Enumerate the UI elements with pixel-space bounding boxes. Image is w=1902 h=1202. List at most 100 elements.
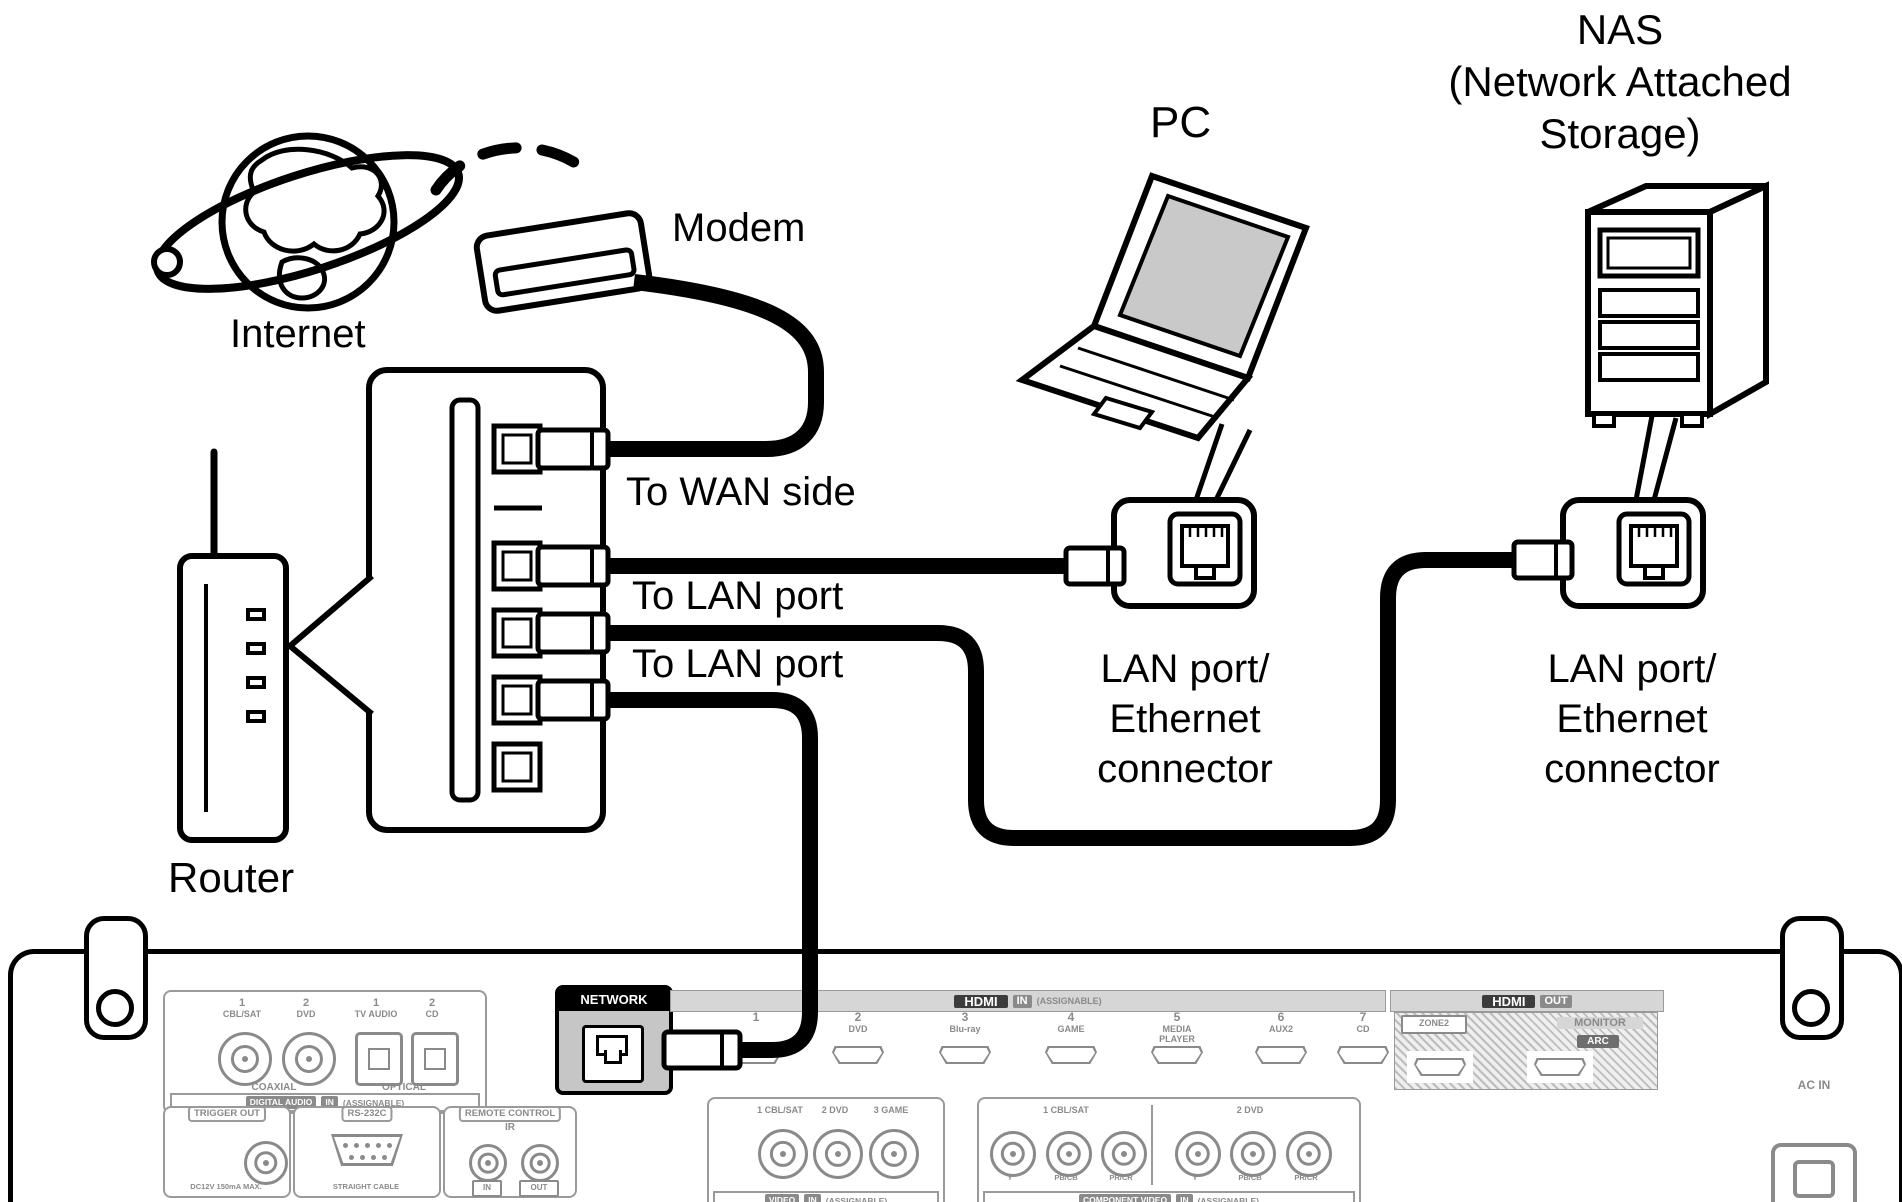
video-port-label-3: 3 GAME — [873, 1105, 909, 1115]
ac-in-label: AC IN — [1797, 1078, 1831, 1092]
video-in-section: 1 CBL/SAT 2 DVD 3 GAME VIDEO IN (ASSIGNA… — [707, 1097, 945, 1202]
internet-globe-icon — [151, 132, 463, 312]
remote-control-section: REMOTE CONTROL IR IN OUT — [443, 1106, 577, 1198]
digital-audio-assignable: (ASSIGNABLE) — [342, 1097, 405, 1108]
to-lan-port-label-2: To LAN port — [632, 642, 844, 686]
hdmi-port-6: 6 AUX2 — [1239, 1010, 1323, 1064]
hdmi-connector — [939, 1046, 991, 1064]
rack-handle-left — [84, 916, 148, 1040]
ac-inlet — [1771, 1143, 1857, 1202]
monitor-label: MONITOR — [1557, 1017, 1643, 1029]
receiver-rear-panel: 1 CBL/SAT 2 DVD 1 TV AUDIO 2 CD COAXIAL … — [8, 949, 1902, 1202]
nas-label: NAS (Network Attached Storage) — [1430, 4, 1810, 160]
pc-laptop-icon — [1015, 172, 1310, 502]
component-jack-pb-1 — [1046, 1131, 1092, 1177]
network-port-label: NETWORK — [559, 989, 669, 1011]
hdmi-connector-inner — [1047, 1048, 1095, 1062]
hdmi-connector — [1151, 1046, 1203, 1064]
hdmi-connector — [730, 1046, 782, 1064]
callout-wedge — [287, 573, 374, 717]
zone2-label: ZONE2 — [1401, 1015, 1467, 1034]
rs232c-connector — [331, 1134, 403, 1166]
video-in-chip: IN — [804, 1194, 821, 1202]
hdmi-connector-inner — [1536, 1060, 1584, 1074]
rj45-jack — [582, 1025, 644, 1083]
video-jack-3 — [869, 1129, 919, 1179]
jack-label: PB/CB — [1054, 1173, 1078, 1182]
to-lan-port-label-1: To LAN port — [632, 574, 844, 618]
component-jack-pr-1 — [1101, 1131, 1147, 1177]
nas-icon — [1585, 181, 1769, 501]
rs232c-section: RS-232C STRAIGHT CABLE — [293, 1106, 441, 1198]
video-in-bar: VIDEO IN (ASSIGNABLE) — [713, 1191, 939, 1202]
component-assignable: (ASSIGNABLE) — [1197, 1195, 1259, 1202]
hdmi-in-assignable: (ASSIGNABLE) — [1036, 996, 1102, 1006]
hdmi-port-7: 7 CD — [1321, 1010, 1405, 1064]
wireless-signal-icon — [430, 142, 594, 196]
optical-port-label-2: 2 CD — [425, 997, 439, 1019]
trigger-out-section: TRIGGER OUT DC12V 150mA MAX. — [163, 1106, 291, 1198]
coaxial-port-label-2: 2 DVD — [296, 997, 316, 1019]
network-port: NETWORK — [555, 985, 673, 1095]
component-title-chip: COMPONENT VIDEO — [1079, 1194, 1172, 1202]
coaxial-label: COAXIAL — [251, 1082, 297, 1093]
hdmi-port-5: 5 MEDIA PLAYER — [1135, 1010, 1219, 1064]
hdmi-out-zone: ZONE2 MONITOR ARC — [1394, 1012, 1658, 1090]
modem-icon — [473, 210, 653, 314]
hdmi-port-2: 2 DVD — [816, 1010, 900, 1064]
pc-lan-connector-box — [1063, 497, 1257, 609]
video-port-label-1: 1 CBL/SAT — [757, 1105, 803, 1115]
remote-in-label: IN — [472, 1180, 502, 1197]
rs232c-connector-pins — [343, 1143, 348, 1148]
nas-label-line-1: NAS — [1576, 6, 1664, 53]
trigger-out-jack — [244, 1141, 288, 1185]
nas-lan-connector-label: LAN port/ Ethernet connector — [1544, 647, 1720, 791]
jack-label: Y — [1192, 1173, 1198, 1182]
component-jack-pb-2 — [1230, 1131, 1276, 1177]
component-jack-y-1 — [990, 1131, 1036, 1177]
hdmi-out-title-chip: HDMI — [1482, 994, 1536, 1008]
video-port-label-2: 2 DVD — [821, 1105, 849, 1115]
video-jack-1 — [758, 1129, 808, 1179]
hdmi-connector — [1255, 1046, 1307, 1064]
component-group-label-2: 2 DVD — [1236, 1105, 1264, 1115]
coaxial-jack-1 — [218, 1032, 272, 1086]
hdmi-connector-inner — [1339, 1048, 1387, 1062]
hdmi-connector — [1045, 1046, 1097, 1064]
router-ports-box — [366, 367, 606, 833]
router-icon — [177, 448, 289, 843]
component-in-chip: IN — [1176, 1194, 1193, 1202]
rs232c-title: RS-232C — [341, 1106, 393, 1122]
jack-label: Y — [1007, 1173, 1013, 1182]
hdmi-connector-inner — [1416, 1060, 1464, 1074]
component-video-bar: COMPONENT VIDEO IN (ASSIGNABLE) — [983, 1191, 1355, 1202]
router-label: Router — [168, 854, 295, 901]
hdmi-connector — [1534, 1058, 1586, 1076]
optical-jack-1 — [355, 1032, 403, 1086]
video-assignable: (ASSIGNABLE) — [825, 1195, 888, 1202]
jack-label: PR/CR — [1109, 1173, 1133, 1182]
video-title-chip: VIDEO — [764, 1194, 800, 1202]
rs232c-connector-face — [334, 1137, 400, 1163]
hdmi-port-4: 4 GAME — [1029, 1010, 1113, 1064]
hdmi-connector — [1337, 1046, 1389, 1064]
to-wan-side-label: To WAN side — [626, 470, 856, 514]
component-video-section: 1 CBL/SAT 2 DVD Y PB/CB PR/CR Y PB/CB PR… — [977, 1097, 1361, 1202]
optical-jack-2 — [411, 1032, 459, 1086]
digital-audio-title-chip: DIGITAL AUDIO — [245, 1096, 317, 1109]
hdmi-in-title-chip: HDMI — [954, 994, 1008, 1008]
optical-port-label-1: 1 TV AUDIO — [354, 997, 398, 1019]
router-port-plugs — [535, 427, 611, 722]
optical-label: OPTICAL — [382, 1082, 426, 1093]
hdmi-out-bar: HDMI OUT — [1390, 990, 1664, 1012]
hdmi-in-chip: IN — [1012, 994, 1032, 1008]
nas-lan-connector-box — [1511, 497, 1706, 609]
remote-out-jack — [521, 1144, 559, 1182]
hdmi-connector-inner — [1257, 1048, 1305, 1062]
hdmi-connector — [1414, 1058, 1466, 1076]
internet-label: Internet — [230, 312, 366, 356]
jack-label: PB/CB — [1238, 1173, 1262, 1182]
ir-label: IR — [505, 1122, 515, 1133]
jack-label: PR/CR — [1294, 1173, 1318, 1182]
